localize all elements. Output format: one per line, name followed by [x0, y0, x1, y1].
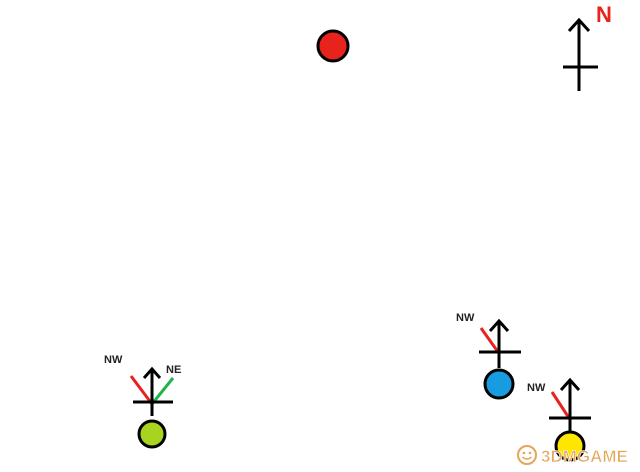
direction-group-right: NW [456, 312, 521, 400]
compass-north-label: N [596, 2, 612, 27]
red-marker [316, 29, 350, 63]
smiley-face-icon [517, 445, 537, 465]
watermark-text: 3DMGAME [541, 447, 628, 466]
direction-group-bottom-right: NW [527, 377, 591, 462]
direction-group-left: NW NE [104, 354, 181, 449]
nw-direction-line [479, 327, 500, 353]
nw-label: NW [527, 382, 546, 394]
nw-direction-line [129, 375, 154, 405]
watermark: 3DMGAME [517, 445, 628, 466]
north-arrowhead [488, 318, 510, 333]
yellow-marker [554, 430, 586, 462]
nw-label: NW [104, 354, 123, 366]
north-arrowhead [142, 366, 162, 379]
nw-label: NW [456, 312, 475, 324]
compass: N [563, 2, 612, 91]
compass-arrowhead [567, 17, 591, 33]
north-arrowhead [559, 377, 581, 392]
ne-direction-line [150, 377, 175, 405]
blue-marker [483, 368, 515, 400]
green-marker [137, 419, 167, 449]
ne-label: NE [166, 364, 181, 376]
nw-direction-line [550, 391, 571, 419]
